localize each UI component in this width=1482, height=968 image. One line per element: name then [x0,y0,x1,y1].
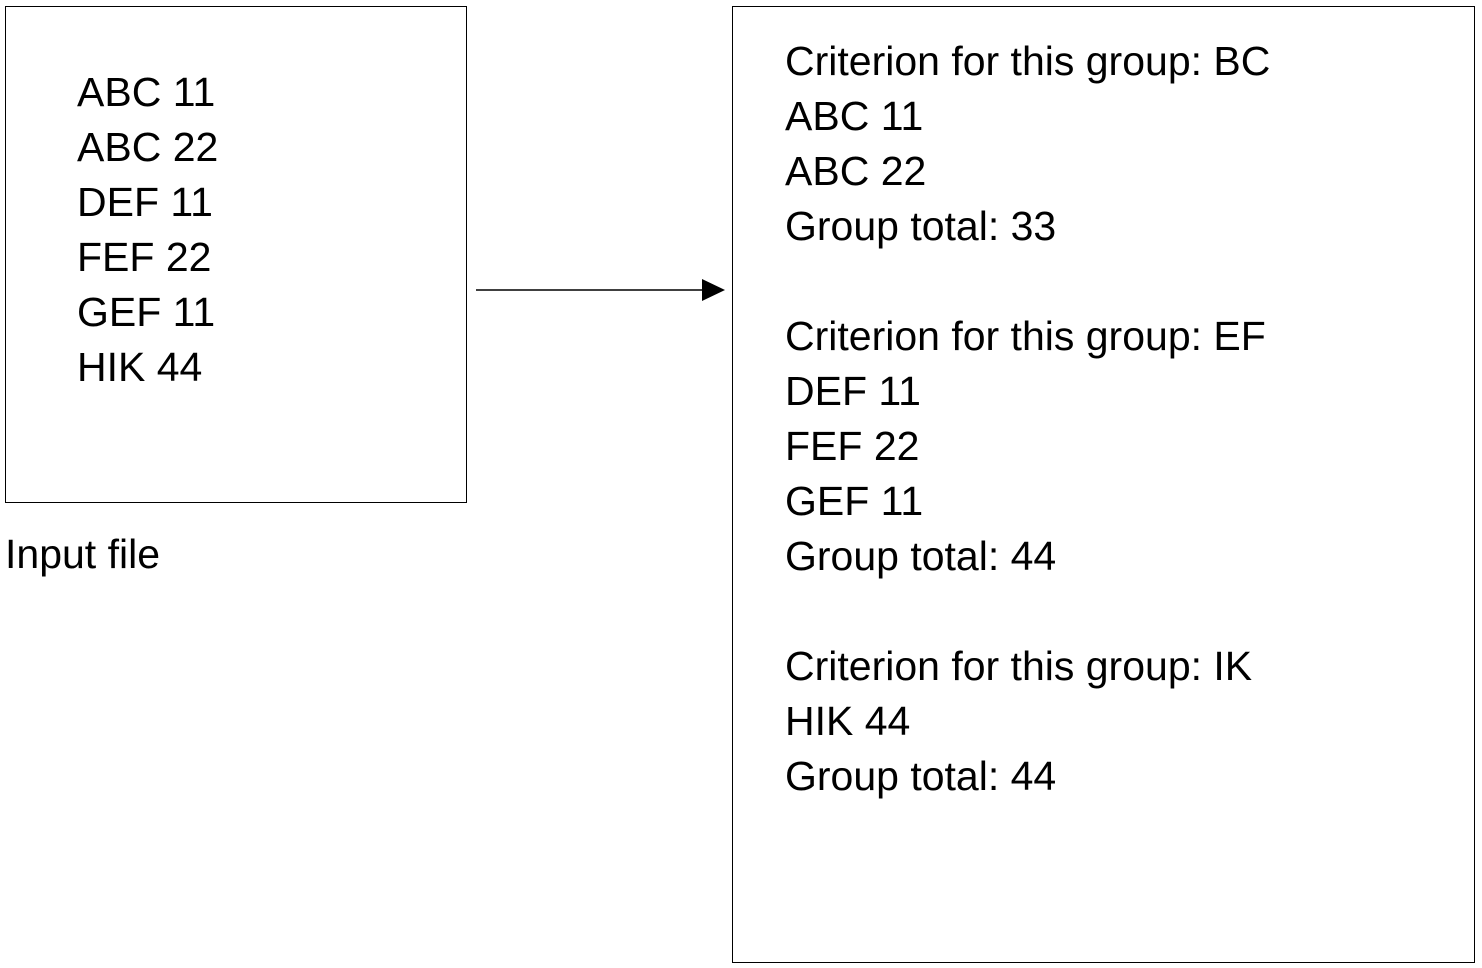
group-spacer [785,584,1270,639]
group-total: Group total: 33 [785,203,1057,249]
group-criterion: Criterion for this group: EF [785,313,1266,359]
arrow-icon [476,279,725,301]
output-lines: Criterion for this group: BC ABC 11 ABC … [785,34,1270,804]
group-line: HIK 44 [785,698,911,744]
group-line: FEF 22 [785,423,920,469]
group-criterion: Criterion for this group: BC [785,38,1271,84]
group-total: Group total: 44 [785,753,1057,799]
group-total: Group total: 44 [785,533,1057,579]
input-line: ABC 11 [77,69,216,115]
input-line: FEF 22 [77,234,212,280]
group-line: ABC 11 [785,93,924,139]
input-line: GEF 11 [77,289,216,335]
group-line: DEF 11 [785,368,921,414]
input-line: DEF 11 [77,179,213,225]
output-box: Criterion for this group: BC ABC 11 ABC … [732,6,1475,963]
input-file-label: Input file [5,531,160,577]
group-criterion: Criterion for this group: IK [785,643,1253,689]
group-line: ABC 22 [785,148,927,194]
group-spacer [785,254,1270,309]
input-line: ABC 22 [77,124,219,170]
input-line: HIK 44 [77,344,203,390]
input-file-box: ABC 11 ABC 22 DEF 11 FEF 22 GEF 11 HIK 4… [5,6,467,503]
group-line: GEF 11 [785,478,924,524]
input-lines: ABC 11 ABC 22 DEF 11 FEF 22 GEF 11 HIK 4… [77,65,218,395]
